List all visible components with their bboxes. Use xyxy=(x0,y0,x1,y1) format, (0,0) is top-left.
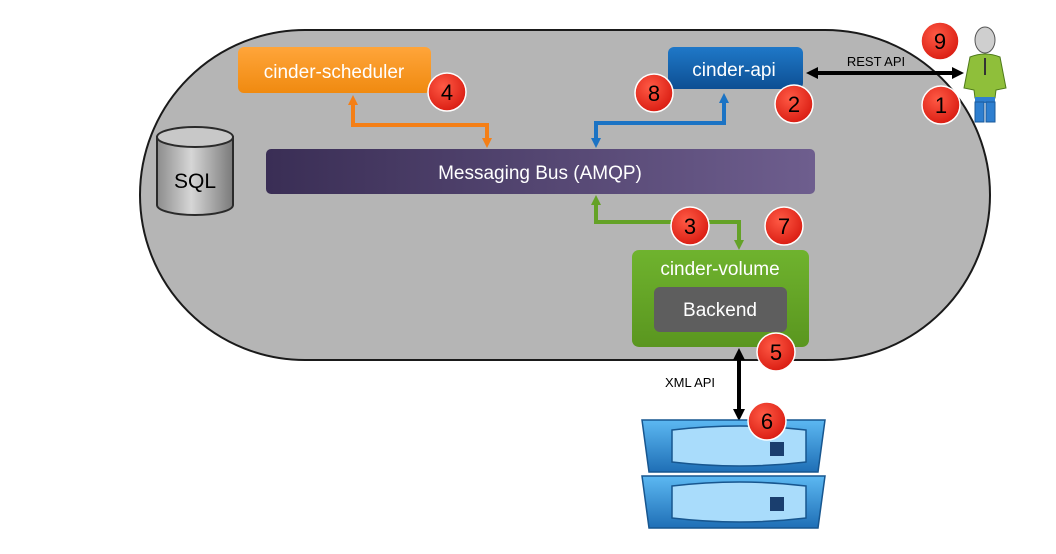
step-marker-7: 7 xyxy=(764,206,804,246)
storage-array-icon xyxy=(641,419,826,529)
svg-text:5: 5 xyxy=(770,340,782,365)
rest-api-label: REST API xyxy=(847,54,905,69)
step-marker-8: 8 xyxy=(634,73,674,113)
messaging-bus: Messaging Bus (AMQP) xyxy=(266,149,815,194)
svg-text:3: 3 xyxy=(684,214,696,239)
step-marker-2: 2 xyxy=(774,84,814,124)
backend-box xyxy=(654,287,787,332)
cinder-scheduler-label: cinder-scheduler xyxy=(264,62,405,83)
svg-text:4: 4 xyxy=(441,80,453,105)
svg-text:9: 9 xyxy=(934,29,946,54)
step-marker-6: 6 xyxy=(747,401,787,441)
step-marker-3: 3 xyxy=(670,206,710,246)
bus-volume-connector xyxy=(591,195,744,250)
cinder-scheduler-box: cinder-scheduler xyxy=(238,47,431,93)
api-bus-connector xyxy=(591,93,729,148)
xml-api-label: XML API xyxy=(665,375,715,390)
sql-database: SQL xyxy=(156,126,234,216)
svg-text:7: 7 xyxy=(778,214,790,239)
sql-label: SQL xyxy=(174,170,216,193)
step-marker-5: 5 xyxy=(756,332,796,372)
user-icon xyxy=(963,26,1007,123)
svg-text:6: 6 xyxy=(761,409,773,434)
step-marker-1: 1 xyxy=(921,85,961,125)
cinder-volume-box: cinder-volume Backend xyxy=(632,250,809,347)
step-marker-9: 9 xyxy=(920,21,960,61)
step-marker-4: 4 xyxy=(427,72,467,112)
messaging-bus-label: Messaging Bus (AMQP) xyxy=(438,163,642,184)
cinder-volume-label: cinder-volume xyxy=(660,259,779,280)
cinder-api-box: cinder-api xyxy=(668,47,803,89)
backend-label: Backend xyxy=(683,300,757,321)
svg-text:8: 8 xyxy=(648,81,660,106)
svg-text:1: 1 xyxy=(935,93,947,118)
svg-text:2: 2 xyxy=(788,92,800,117)
scheduler-bus-connector xyxy=(348,95,492,148)
cinder-api-label: cinder-api xyxy=(692,60,775,81)
